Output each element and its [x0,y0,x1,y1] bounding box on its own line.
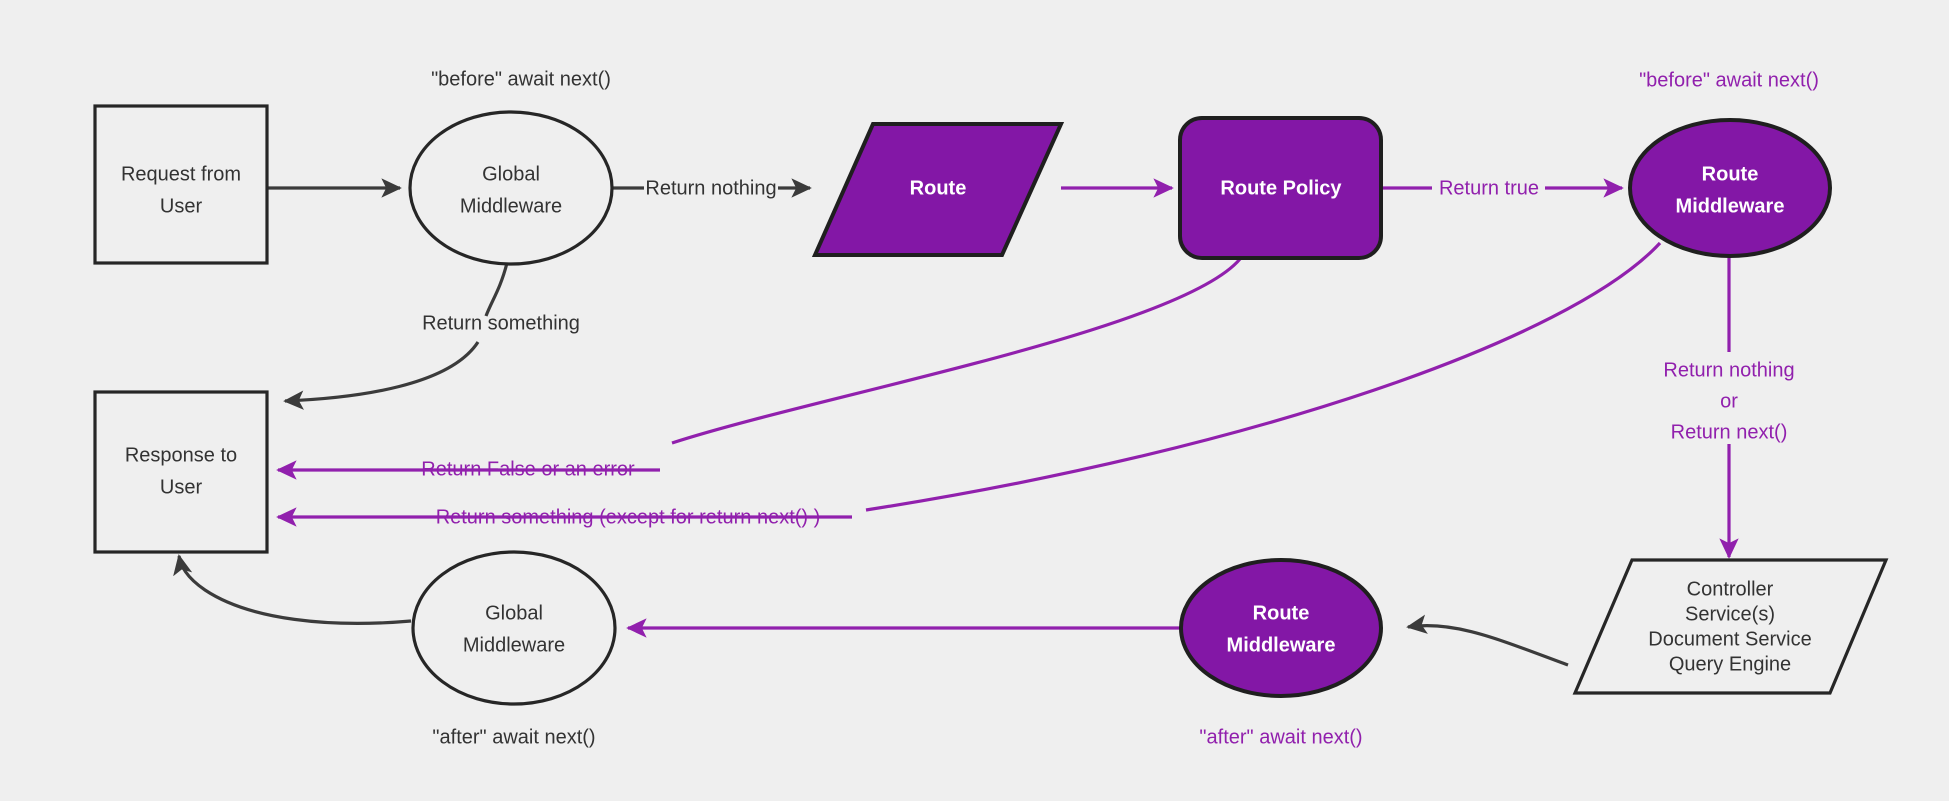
node-controller-label-line4: Query Engine [1669,653,1791,675]
node-route-policy[interactable] [1178,116,1383,260]
edge-label-return-false-or-error: Return False or an error [421,458,635,480]
edge-global-middleware-return-something-lower [283,341,480,410]
edge-label-return-nothing: Return nothing [645,177,776,199]
node-route-policy-label: Route Policy [1220,177,1342,199]
node-route-middleware-top-label-line1: Route [1702,163,1759,185]
edge-global-middleware-return-something-upper [484,262,509,317]
node-route-middleware-top[interactable] [1628,118,1832,258]
node-request-label-line1: Request from [121,163,241,185]
node-controller-label-line3: Document Service [1648,628,1811,650]
annotation-after-await-next-bottom-right: "after" await next() [1199,726,1362,748]
node-global-middleware-top[interactable] [408,110,614,266]
node-response-label-line1: Response to [125,444,237,466]
node-controller-services[interactable] [1572,558,1889,695]
node-request-label-line2: User [160,195,203,217]
edge-route-middleware-return-something-curve [865,241,1662,512]
edge-label-return-nothing-or-next-line1: Return nothing [1663,359,1794,381]
edge-global-middleware-bottom-to-response [173,554,412,625]
edge-label-return-nothing-or-next-line2: or [1720,390,1738,412]
node-response-to-user[interactable] [93,390,269,554]
node-global-middleware-top-label-line2: Middleware [460,195,562,217]
node-controller-label-line2: Service(s) [1685,603,1775,625]
node-global-middleware-top-label-line1: Global [482,163,540,185]
node-route-label: Route [910,177,967,199]
edge-label-return-something-top: Return something [422,312,580,334]
node-global-middleware-bottom-label-line1: Global [485,602,543,624]
node-global-middleware-bottom-label-line2: Middleware [463,634,565,656]
edge-label-return-something-except-next: Return something (except for return next… [436,506,821,528]
node-route-middleware-bottom-label-line2: Middleware [1227,634,1336,656]
edge-label-return-nothing-or-next-line3: Return next() [1671,421,1788,443]
node-route-middleware-top-label-line2: Middleware [1676,195,1785,217]
node-request-from-user[interactable] [93,104,269,265]
node-route-middleware-bottom-label-line1: Route [1253,602,1310,624]
node-response-label-line2: User [160,476,203,498]
node-route[interactable] [811,122,1065,257]
annotation-before-await-next-top-right: "before" await next() [1639,69,1819,91]
node-controller-label-line1: Controller [1687,578,1774,600]
node-route-middleware-bottom[interactable] [1179,558,1383,698]
edge-route-policy-return-false-curve [671,257,1242,445]
edge-label-return-true: Return true [1439,177,1539,199]
node-global-middleware-bottom[interactable] [411,550,617,706]
annotation-before-await-next-top-left: "before" await next() [431,68,611,90]
edge-controller-to-route-middleware-bottom [1406,614,1569,667]
annotation-after-await-next-bottom-left: "after" await next() [432,726,595,748]
